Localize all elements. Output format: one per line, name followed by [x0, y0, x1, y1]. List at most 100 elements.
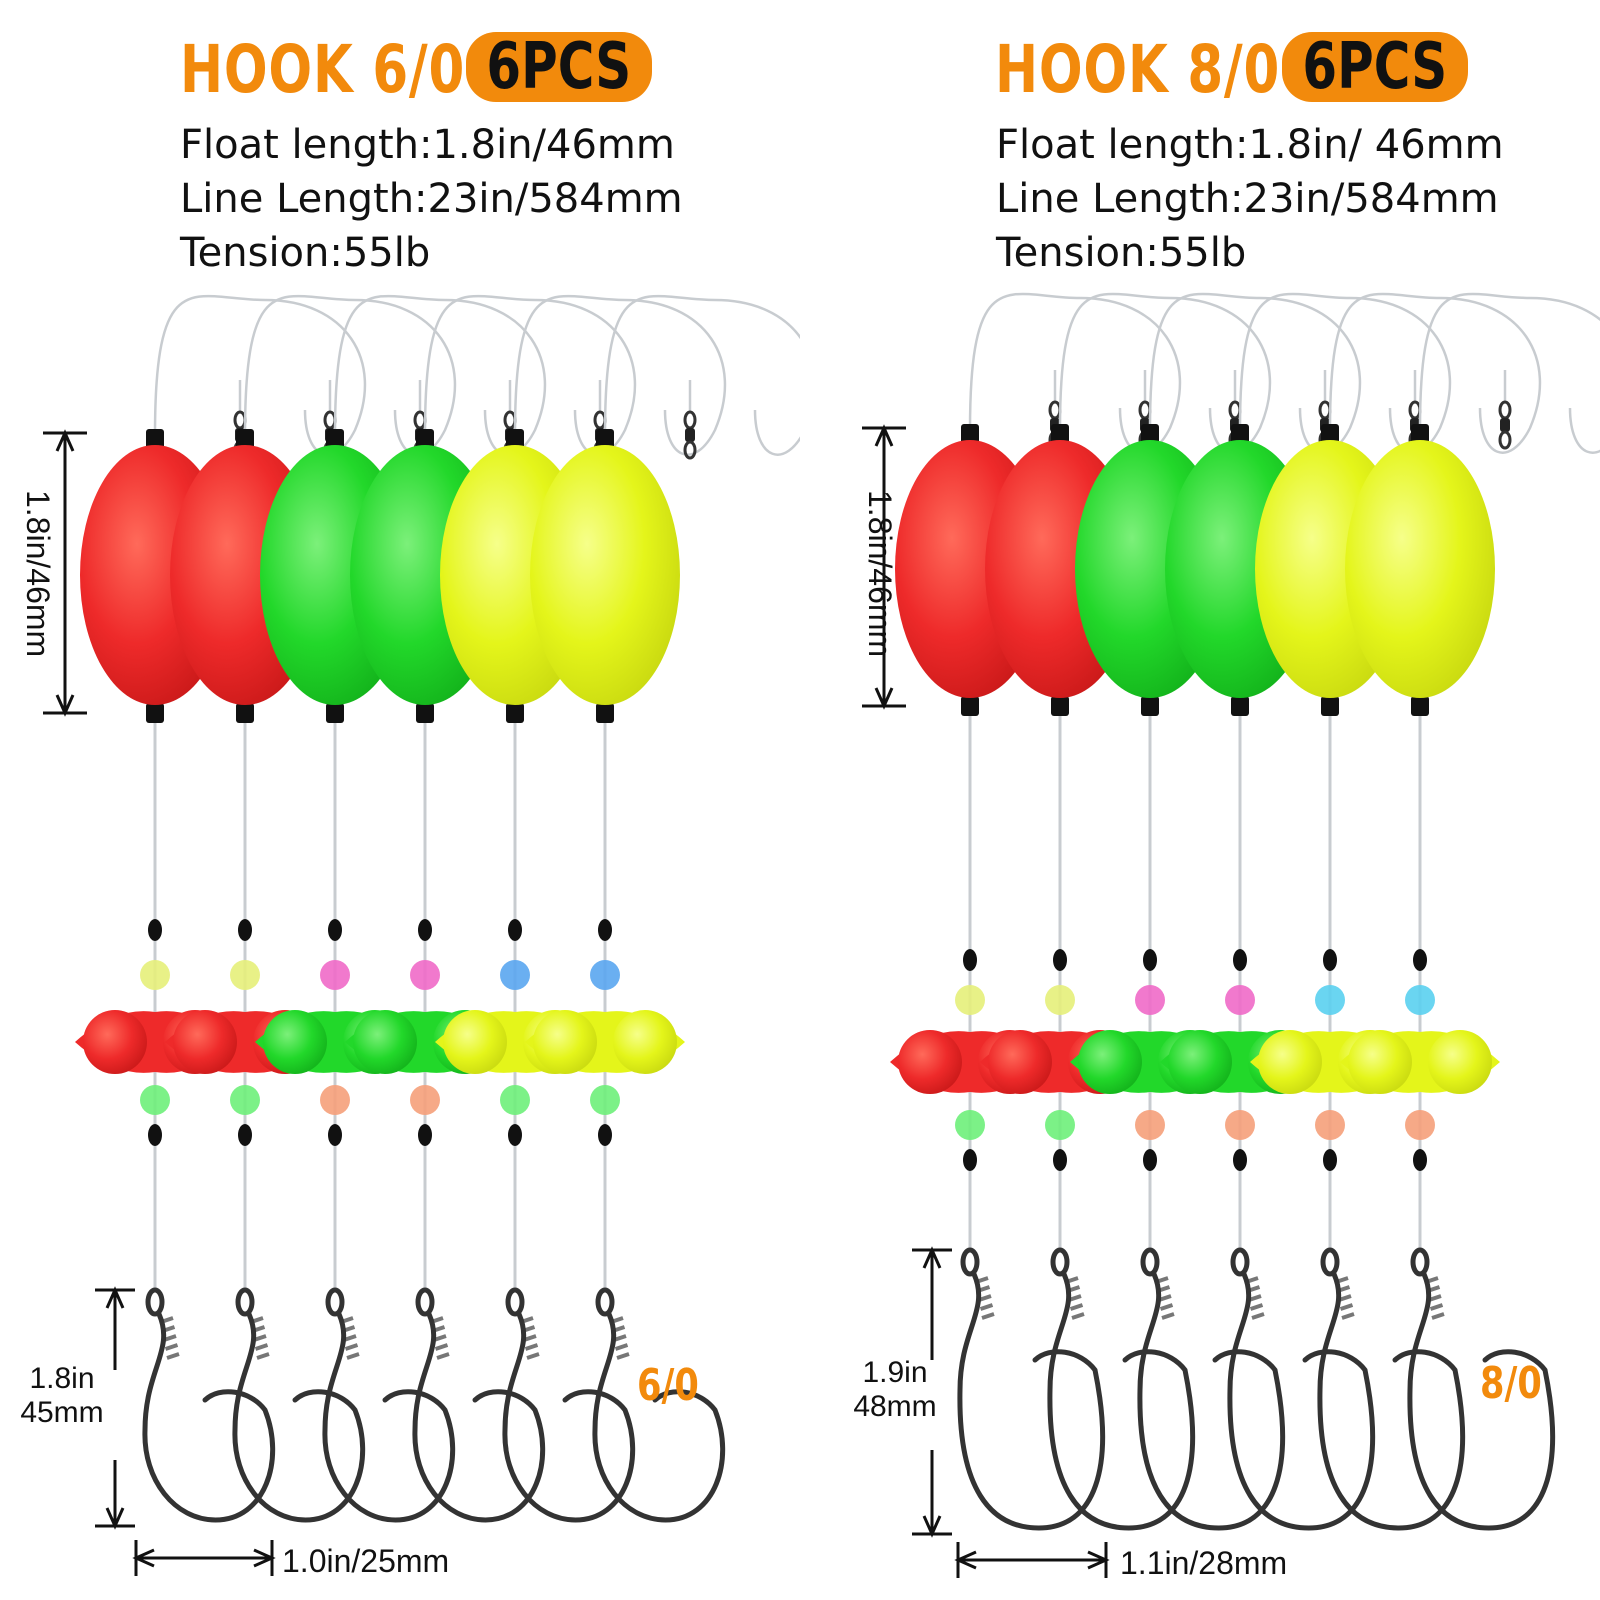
quantity-label: 6PCS — [486, 30, 632, 104]
float-length-dimension: 1.8in/46mm — [862, 490, 898, 658]
snell-wrap — [1339, 1303, 1354, 1311]
quantity-badge: 6PCS — [466, 30, 652, 104]
float-bottom-cap — [326, 703, 344, 723]
black-bead — [1233, 949, 1247, 971]
rigs-illustration-8-0 — [862, 292, 1600, 1578]
swivel-eye — [503, 410, 517, 430]
black-bead — [1323, 949, 1337, 971]
leader-line-loop — [603, 294, 800, 456]
black-bead — [328, 1124, 342, 1146]
rigs-illustration-6-0 — [43, 294, 800, 1576]
title-8-0: HOOK 8/0 — [995, 30, 1361, 108]
hook-eye — [415, 1287, 435, 1317]
dimension-arrowhead — [132, 1548, 155, 1568]
hook-length-dimension: 1.8in 45mm — [12, 1362, 112, 1430]
black-bead — [963, 949, 977, 971]
snell-wrap — [614, 1343, 629, 1351]
snell-wrap — [1159, 1303, 1174, 1311]
circle-hook — [412, 1311, 546, 1523]
glow-bead — [590, 1085, 620, 1115]
hook-eye — [235, 1287, 255, 1317]
hook-size-heading: HOOK 8/0 — [995, 30, 1281, 108]
black-bead — [1413, 1149, 1427, 1171]
swivel-eye — [683, 440, 697, 460]
circle-hook — [1407, 1271, 1556, 1531]
swivel-eye — [1408, 400, 1422, 420]
glow-bead — [1135, 1110, 1165, 1140]
hook-length-in: 1.9in — [862, 1356, 928, 1389]
swivel-eye — [323, 410, 337, 430]
dimension-arrowhead — [922, 1246, 942, 1269]
spec-line-length: Line Length:23in/584mm — [996, 176, 1499, 222]
float-top-cap — [146, 429, 164, 449]
black-bead — [1143, 949, 1157, 971]
hook-eye — [1050, 1247, 1070, 1277]
black-bead — [1143, 1149, 1157, 1171]
glow-bead — [1405, 1110, 1435, 1140]
circle-hook — [142, 1311, 276, 1523]
leader-line-loop — [513, 294, 727, 456]
snell-wrap — [981, 1312, 995, 1320]
leader-line-loop — [1418, 292, 1600, 454]
hook-width-dimension: 1.0in/25mm — [282, 1543, 450, 1579]
title-6-0: HOOK 6/0 — [180, 30, 546, 108]
hook-eye — [595, 1287, 615, 1317]
rattle-ball — [1348, 1030, 1412, 1094]
dimension-arrowhead — [55, 429, 75, 452]
dimension-arrowhead — [954, 1550, 977, 1570]
rattle-ball — [898, 1030, 962, 1094]
hook-size-heading: HOOK 6/0 — [180, 30, 466, 108]
quantity-badge: 6PCS — [1282, 30, 1468, 104]
black-bead — [508, 919, 522, 941]
swivel-eye — [1498, 430, 1512, 450]
circle-hook — [1047, 1271, 1196, 1531]
circle-hook — [592, 1311, 726, 1523]
rattle-ball — [1168, 1030, 1232, 1094]
snell-wrap — [1069, 1303, 1084, 1311]
black-bead — [963, 1149, 977, 1171]
hook-eye — [325, 1287, 345, 1317]
rattle-ball — [83, 1010, 147, 1074]
spec-line-length: Line Length:23in/584mm — [180, 176, 683, 222]
hook-eye — [1140, 1247, 1160, 1277]
hook-width-dimension: 1.1in/28mm — [1120, 1545, 1288, 1581]
hook-eye — [505, 1287, 525, 1317]
snell-wrap — [526, 1352, 540, 1360]
black-bead — [1323, 1149, 1337, 1171]
swivel-barrel — [685, 428, 695, 442]
black-bead — [328, 919, 342, 941]
float-top-cap — [596, 429, 614, 449]
glow-bead — [1315, 1110, 1345, 1140]
float-length-dimension: 1.8in/46mm — [20, 490, 56, 658]
foam-float-yellow — [1345, 440, 1495, 698]
snell-wrap — [254, 1343, 269, 1351]
circle-hook — [502, 1311, 636, 1523]
dimension-arrowhead — [922, 1515, 942, 1538]
hook-length-dimension: 1.9in 48mm — [845, 1356, 945, 1424]
float-top-cap — [236, 429, 254, 449]
circle-hook — [957, 1271, 1106, 1531]
dimension-arrowhead — [105, 1507, 125, 1530]
glow-bead — [1315, 985, 1345, 1015]
float-bottom-cap — [961, 696, 979, 716]
glow-bead — [500, 1085, 530, 1115]
circle-hook — [322, 1311, 456, 1523]
rattle-ball — [533, 1010, 597, 1074]
glow-bead — [230, 960, 260, 990]
snell-wrap — [346, 1352, 360, 1360]
swivel-barrel — [1500, 418, 1510, 432]
float-top-cap — [326, 429, 344, 449]
swivel-eye — [593, 410, 607, 430]
spec-float-length: Float length:1.8in/46mm — [180, 122, 675, 168]
snell-wrap — [344, 1343, 359, 1351]
foam-float-yellow — [530, 445, 680, 705]
snell-wrap — [436, 1352, 450, 1360]
glow-bead — [955, 985, 985, 1015]
snell-wrap — [1429, 1303, 1444, 1311]
hook-size-label: 8/0 — [1480, 1358, 1542, 1409]
float-bottom-cap — [1141, 696, 1159, 716]
black-bead — [148, 919, 162, 941]
float-bottom-cap — [1051, 696, 1069, 716]
hook-eye — [145, 1287, 165, 1317]
rattle-ball — [1078, 1030, 1142, 1094]
